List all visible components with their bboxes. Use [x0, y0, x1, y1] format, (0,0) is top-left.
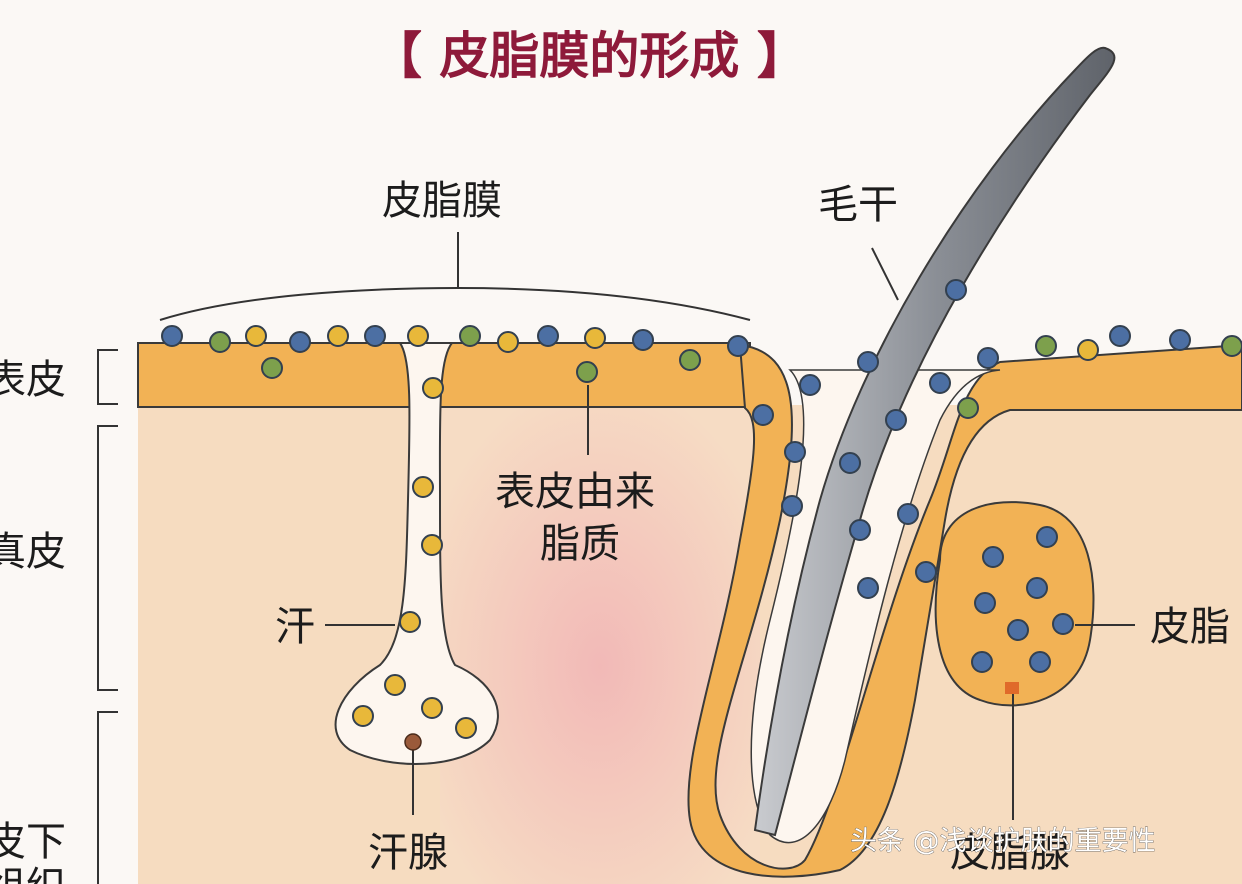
lipid-particle [784, 441, 806, 463]
lipid-particle [1221, 335, 1242, 357]
lipid-particle [971, 651, 993, 673]
lipid-particle [839, 452, 861, 474]
lipid-particle [1169, 329, 1191, 351]
lipid-particle [584, 327, 606, 349]
subcutaneous-bracket [97, 711, 118, 884]
sebaceous-gland-marker [1005, 682, 1019, 694]
lipid-particle [727, 335, 749, 357]
lipid-particle [957, 397, 979, 419]
lipid-particle [537, 325, 559, 347]
lipid-particle [422, 377, 444, 399]
label-epidermis: 表皮 [0, 357, 66, 403]
label-epidermal-lipid-2: 脂质 [540, 521, 620, 567]
lipid-particle [455, 717, 477, 739]
lipid-particle [679, 349, 701, 371]
lipid-particle [799, 374, 821, 396]
lipid-particle [977, 347, 999, 369]
lipid-particle [1035, 335, 1057, 357]
label-subcutaneous-1: 皮下 [0, 819, 66, 865]
lipid-particle [929, 372, 951, 394]
lipid-particle [1052, 613, 1074, 635]
lipid-particle [849, 519, 871, 541]
lipid-particle [421, 534, 443, 556]
lipid-particle [576, 361, 598, 383]
lipid-particle [897, 503, 919, 525]
lipid-particle [1029, 651, 1051, 673]
lipid-particle [1036, 526, 1058, 548]
lipid-particle [497, 331, 519, 353]
lipid-particle [915, 561, 937, 583]
label-dermis: 真皮 [0, 529, 66, 575]
hair-shaft [753, 46, 1116, 837]
lipid-particle [974, 592, 996, 614]
diagram-title: 【 皮脂膜的形成 】 [372, 27, 807, 85]
label-sebum: 皮脂 [1150, 604, 1230, 650]
lipid-particle [352, 705, 374, 727]
lipid-particle [245, 325, 267, 347]
lipid-particle [459, 325, 481, 347]
lipid-particle [364, 325, 386, 347]
dermis-bracket [97, 425, 118, 691]
lipid-particle [982, 546, 1004, 568]
lipid-particle [1007, 619, 1029, 641]
label-sweat-gland: 汗腺 [368, 830, 448, 876]
label-sebum-film: 皮脂膜 [382, 178, 502, 224]
label-sebaceous-gland: 皮脂腺 [950, 830, 1070, 876]
lipid-particle [885, 409, 907, 431]
lipid-particle [384, 674, 406, 696]
label-epidermal-lipid-1: 表皮由来 [495, 469, 655, 515]
lipid-particle [261, 357, 283, 379]
lipid-particle [781, 495, 803, 517]
lipid-particle [399, 611, 421, 633]
watermark: 头条 @浅谈护肤的重要性 [850, 826, 1156, 857]
lipid-particle [327, 325, 349, 347]
lipid-particle [407, 325, 429, 347]
lipid-particle [412, 476, 434, 498]
follicle-channel [750, 369, 1001, 844]
lipid-particle [1077, 339, 1099, 361]
label-hair-shaft: 毛干 [818, 182, 898, 228]
lipid-particle [857, 577, 879, 599]
lipid-particle [161, 325, 183, 347]
lipid-particle [945, 279, 967, 301]
sebum-film-bracket [159, 286, 751, 321]
lipid-particle [632, 329, 654, 351]
lipid-particle [1026, 577, 1048, 599]
sweat-gland-marker [404, 733, 422, 751]
lipid-particle [752, 404, 774, 426]
sebaceous-gland [934, 501, 1095, 707]
label-sweat: 汗 [275, 604, 315, 650]
sweat-gland [334, 342, 499, 765]
label-subcutaneous-2: 组织 [0, 864, 66, 884]
epidermis-bracket [97, 349, 118, 405]
lipid-particle [289, 331, 311, 353]
lipid-particle [1109, 325, 1131, 347]
lipid-particle [421, 697, 443, 719]
lipid-particle [857, 351, 879, 373]
hair-shaft-leader [871, 247, 899, 301]
lipid-particles [161, 279, 1242, 751]
lipid-particle [209, 331, 231, 353]
